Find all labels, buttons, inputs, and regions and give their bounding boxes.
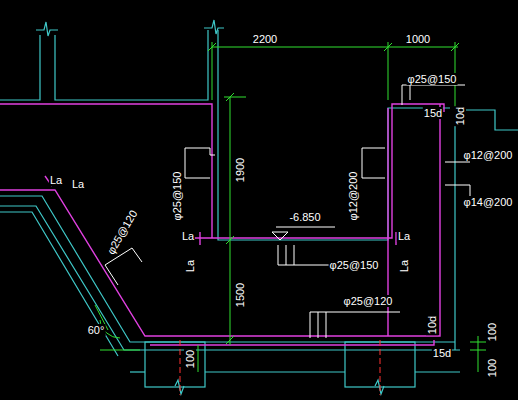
drawing-label: -6.850: [288, 211, 321, 223]
drawing-label: φ12@200: [463, 149, 514, 161]
drawing-label: φ12@200: [347, 171, 359, 222]
drawing-label: 60°: [87, 324, 106, 336]
drawing-label: 1000: [405, 33, 431, 45]
drawing-label: La: [397, 230, 411, 242]
drawing-label: φ25@150: [329, 259, 380, 271]
drawing-label: La: [184, 259, 196, 273]
drawing-label: φ25@120: [343, 295, 394, 307]
drawing-label: φ14@200: [463, 196, 514, 208]
drawing-label: 1500: [234, 282, 246, 308]
drawing-label: φ25@150: [171, 171, 183, 222]
drawing-label: 15d: [432, 347, 452, 359]
drawing-label: 100: [184, 349, 196, 369]
drawing-label: 15d: [423, 107, 443, 119]
drawing-label: 10d: [426, 315, 438, 335]
drawing-label: 1900: [234, 157, 246, 183]
drawing-label: 2200: [252, 33, 278, 45]
drawing-label: 100: [486, 358, 498, 378]
drawing-label: φ25@120: [104, 207, 140, 257]
drawing-label: La: [71, 178, 85, 190]
drawing-label: La: [398, 259, 410, 273]
drawing-label: La: [49, 174, 63, 186]
drawing-label: 10d: [454, 106, 466, 126]
drawing-label: 100: [486, 322, 498, 342]
drawing-label: φ25@150: [407, 73, 458, 85]
drawing-label: La: [181, 230, 195, 242]
